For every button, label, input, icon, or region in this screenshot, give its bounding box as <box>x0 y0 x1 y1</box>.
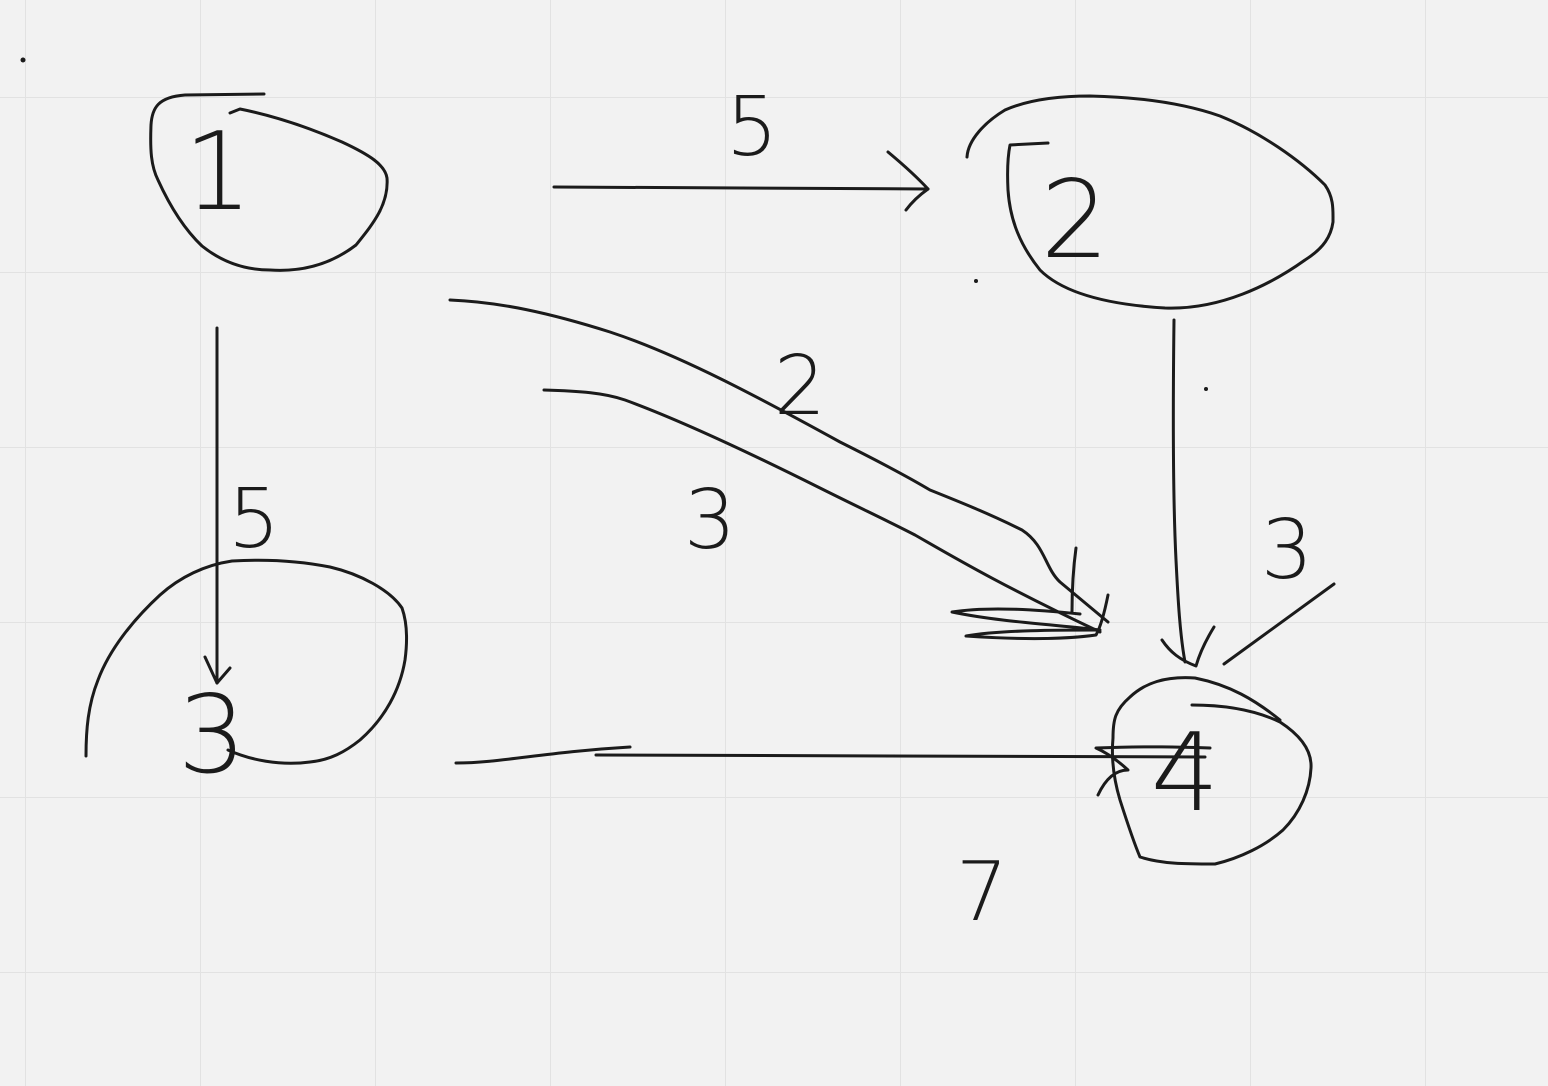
edge-weight-1-4-upper: 2 <box>774 339 826 434</box>
node-4-outline <box>1110 676 1313 866</box>
node-3-outline <box>84 558 409 765</box>
edge-weight-1-2: 5 <box>726 80 778 175</box>
edge-3-4-arrowhead <box>1094 745 1212 797</box>
edge-weight-3-4: 7 <box>956 845 1008 940</box>
edge-1-2-arrowhead <box>886 150 930 212</box>
edge-2-4-line <box>1171 318 1187 664</box>
node-1-outline <box>149 92 389 272</box>
edge-1-4-lower-line <box>542 388 1102 634</box>
edge-weight-1-4-lower: 3 <box>684 473 736 568</box>
edge-1-2-line <box>552 185 930 191</box>
edge-weight-1-3: 5 <box>228 472 280 567</box>
edge-1-3-arrowhead <box>203 655 232 685</box>
stray-dot <box>20 57 26 63</box>
node-label-2: 2 <box>1041 158 1110 283</box>
node-label-4: 4 <box>1151 711 1220 836</box>
edge-2-4-arrowhead <box>1160 625 1216 668</box>
edge-2-4-right-tick <box>1222 582 1336 666</box>
edge-3-4-upper-stroke <box>454 745 632 765</box>
edge-weight-2-4: 3 <box>1261 503 1313 598</box>
node-label-1: 1 <box>184 110 253 235</box>
stray-dot <box>1204 387 1208 391</box>
node-label-3: 3 <box>178 673 247 798</box>
edge-3-4-line <box>594 753 1207 759</box>
edge-1-4-arrowhead <box>950 546 1110 640</box>
edge-1-4-upper-line <box>448 298 1110 624</box>
node-2-outline <box>965 94 1335 310</box>
stray-dot <box>974 279 978 283</box>
